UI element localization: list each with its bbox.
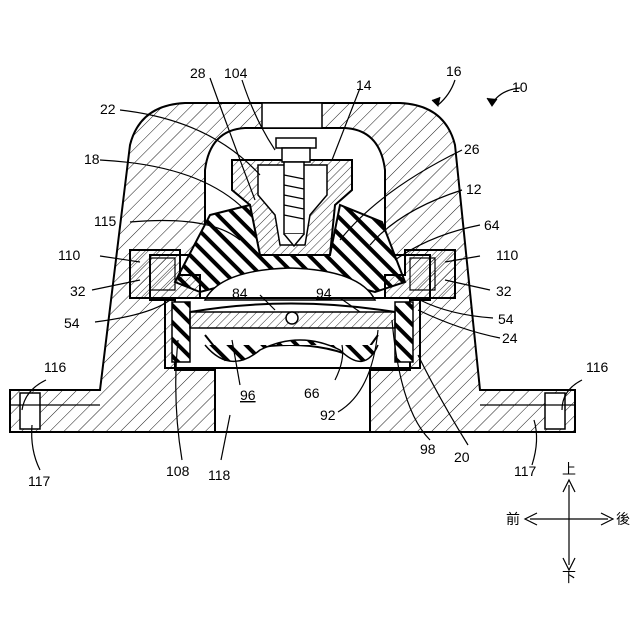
label-116-right: 116 xyxy=(586,359,609,375)
label-12: 12 xyxy=(466,181,482,197)
direction-up-label: 上 xyxy=(562,461,576,477)
label-54-left: 54 xyxy=(64,315,80,331)
label-28: 28 xyxy=(190,65,206,81)
label-54-right: 54 xyxy=(498,311,514,327)
direction-down-label: 下 xyxy=(562,569,576,585)
label-104: 104 xyxy=(224,65,248,81)
label-84: 84 xyxy=(232,285,248,301)
label-14: 14 xyxy=(356,77,372,93)
label-20: 20 xyxy=(454,449,470,465)
direction-indicator: 上 下 前 後 xyxy=(506,461,630,585)
label-18: 18 xyxy=(84,151,100,167)
label-32-left: 32 xyxy=(70,283,86,299)
label-98: 98 xyxy=(420,441,436,457)
label-26: 26 xyxy=(464,141,480,157)
label-115: 115 xyxy=(94,213,117,229)
label-96: 96 xyxy=(240,387,256,403)
label-94: 94 xyxy=(316,285,332,301)
label-92: 92 xyxy=(320,407,336,423)
label-64: 64 xyxy=(484,217,500,233)
label-16: 16 xyxy=(446,63,462,79)
label-22: 22 xyxy=(100,101,116,117)
label-110-right: 110 xyxy=(496,247,519,263)
label-66: 66 xyxy=(304,385,320,401)
label-117-left: 117 xyxy=(28,473,51,489)
label-110-left: 110 xyxy=(58,247,81,263)
direction-rear-label: 後 xyxy=(616,511,630,527)
label-10: 10 xyxy=(512,79,528,95)
label-32-right: 32 xyxy=(496,283,512,299)
label-118: 118 xyxy=(208,467,231,483)
direction-front-label: 前 xyxy=(506,511,520,527)
label-117-right: 117 xyxy=(514,463,537,479)
label-116-left: 116 xyxy=(44,359,67,375)
label-24: 24 xyxy=(502,330,518,346)
label-108: 108 xyxy=(166,463,190,479)
